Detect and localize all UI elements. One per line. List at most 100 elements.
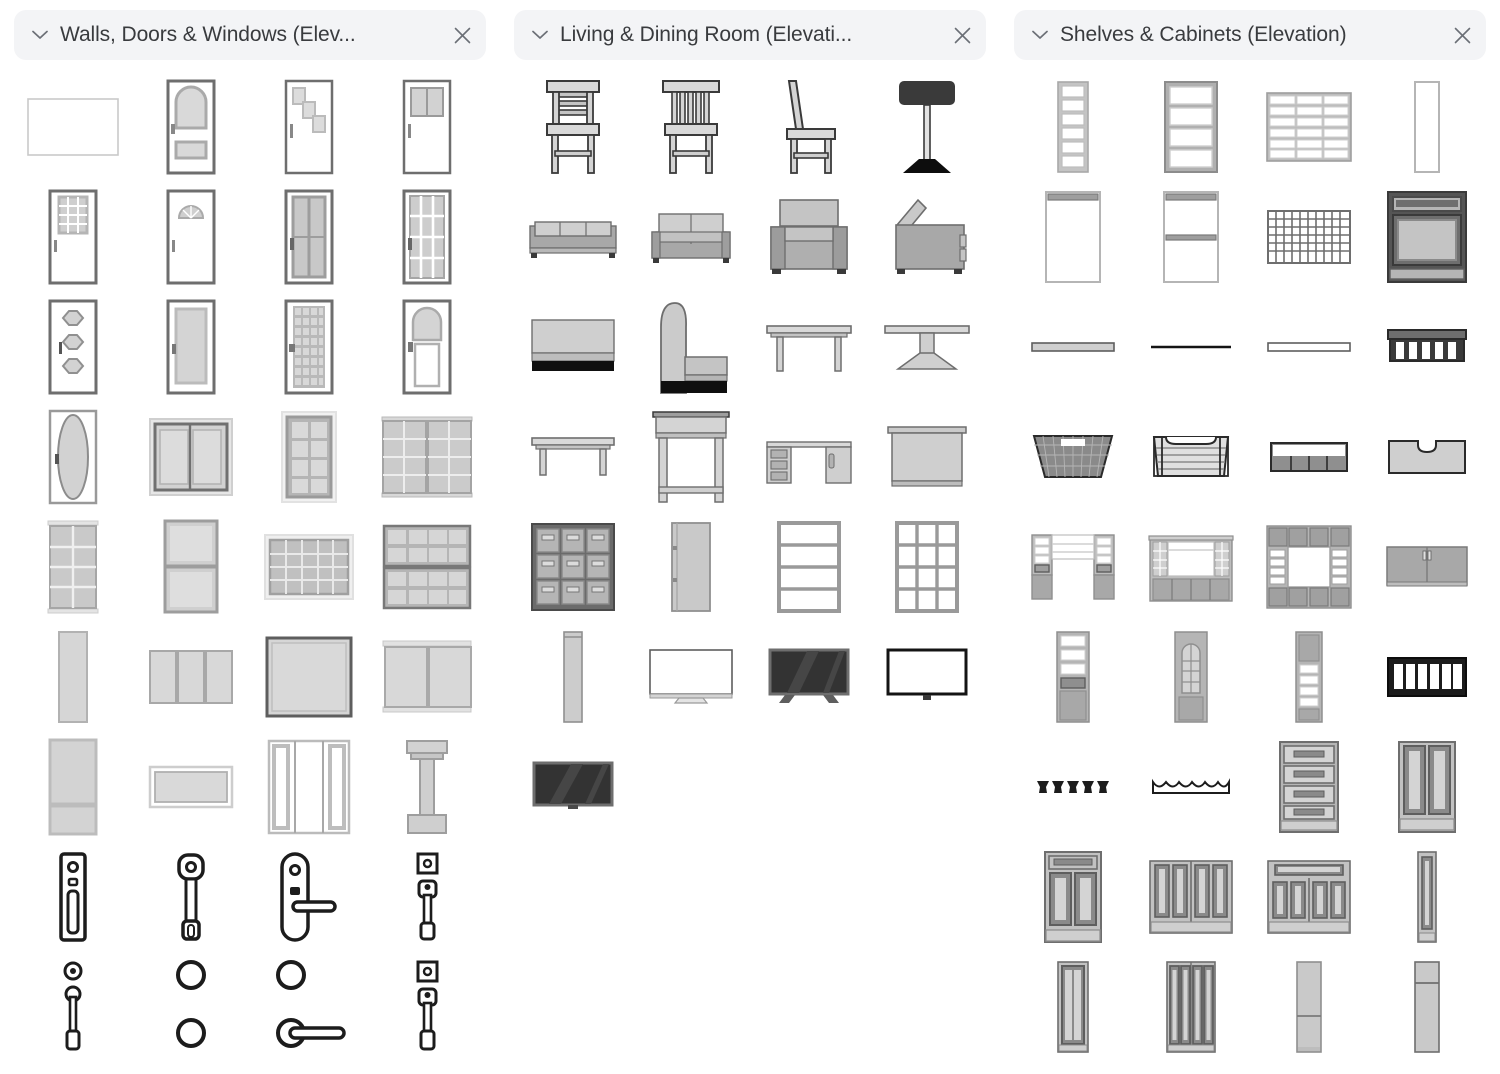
shape-desk-with-drawers[interactable] (750, 402, 868, 512)
shape-dining-chair-side-view[interactable] (750, 72, 868, 182)
shape-tv-screen-dark[interactable] (750, 622, 868, 732)
shape-tall-cabinet-side[interactable] (632, 512, 750, 622)
shape-narrow-column-panel[interactable] (514, 622, 632, 732)
shape-bar-stool[interactable] (868, 72, 986, 182)
shape-door-full-12-light[interactable] (368, 182, 486, 292)
close-icon[interactable] (1450, 23, 1474, 47)
shape-window-awning-horizontal[interactable] (132, 732, 250, 842)
shape-window-narrow-fixed[interactable] (14, 622, 132, 732)
shape-banquette-side[interactable] (632, 292, 750, 402)
shape-bench-seat-front[interactable] (514, 292, 632, 402)
shape-armchair-front[interactable] (750, 182, 868, 292)
panel-header[interactable]: Living & Dining Room (Elevati... (514, 10, 986, 60)
shape-four-door-cabinet[interactable] (1132, 842, 1250, 952)
shape-wall-cabinet-double[interactable] (1368, 512, 1486, 622)
close-icon[interactable] (950, 23, 974, 47)
shape-wall-elevation[interactable] (14, 72, 132, 182)
shape-door-sliding-glass[interactable] (250, 732, 368, 842)
shape-sideboard-cabinet[interactable] (868, 402, 986, 512)
shape-pedestal-table[interactable] (868, 292, 986, 402)
shape-door-12-light-upper[interactable] (14, 182, 132, 292)
shape-tall-shelf-tower-a[interactable] (1014, 622, 1132, 732)
shape-window-double-hung[interactable] (132, 512, 250, 622)
shape-tall-split-panel[interactable] (1250, 952, 1368, 1062)
shape-tall-four-door-pantry[interactable] (1132, 952, 1250, 1062)
shape-window-8-light-casement[interactable] (250, 402, 368, 512)
shape-tall-two-door-pantry[interactable] (1014, 952, 1132, 1062)
shape-door-single-panel[interactable] (132, 292, 250, 402)
shape-door-hardware-square-rose-set[interactable] (368, 842, 486, 952)
shape-peg-hooks-row[interactable] (1014, 732, 1132, 842)
shape-door-hardware-mortise-lock[interactable] (14, 842, 132, 952)
shape-narrow-shelf-unit-6[interactable] (1014, 72, 1132, 182)
shape-blank-tall-panel[interactable] (1368, 72, 1486, 182)
shape-window-triple-casement[interactable] (132, 622, 250, 732)
shape-divided-tray[interactable] (1250, 402, 1368, 512)
shape-door-stepped-lights[interactable] (250, 72, 368, 182)
chevron-down-icon[interactable] (1030, 25, 1050, 45)
shape-wall-unit-bridge[interactable] (1014, 512, 1132, 622)
shape-coffee-table[interactable] (514, 402, 632, 512)
shape-armchair-side[interactable] (868, 182, 986, 292)
shape-notched-bin[interactable] (1368, 402, 1486, 512)
shape-bookshelf-four-shelf[interactable] (750, 512, 868, 622)
shape-bookshelf-grid-12[interactable] (868, 512, 986, 622)
panel-header[interactable]: Shelves & Cabinets (Elevation) (1014, 10, 1486, 60)
chevron-down-icon[interactable] (30, 25, 50, 45)
shape-door-hardware-knob-pull[interactable] (14, 952, 132, 1062)
shape-tall-shelf-tower-b[interactable] (1250, 622, 1368, 732)
shape-surround-bookcase[interactable] (1250, 512, 1368, 622)
shape-shelf-unit-4-bay[interactable] (1132, 72, 1250, 182)
shape-door-three-hex-lights[interactable] (14, 292, 132, 402)
shape-door-hardware-lever-handle[interactable] (250, 952, 368, 1062)
shape-tv-screen-white[interactable] (632, 622, 750, 732)
shape-door-hardware-round-roses[interactable] (132, 952, 250, 1062)
shape-cubby-storage-unit[interactable] (514, 512, 632, 622)
shape-shelf-board-plain[interactable] (1014, 292, 1132, 402)
shape-wire-basket-tapered[interactable] (1014, 402, 1132, 512)
shape-door-hardware-pull-round[interactable] (132, 842, 250, 952)
shape-window-large-fixed[interactable] (250, 622, 368, 732)
shape-window-8-light-tall[interactable] (14, 512, 132, 622)
shape-door-french-2-panel[interactable] (250, 182, 368, 292)
shape-door-hardware-square-plate-pull[interactable] (368, 952, 486, 1062)
panel-header[interactable]: Walls, Doors & Windows (Elev... (14, 10, 486, 60)
shape-dining-chair-spindle-back[interactable] (632, 72, 750, 182)
shape-two-door-cabinet-tall[interactable] (1368, 732, 1486, 842)
shape-dining-chair-ladder-back[interactable] (514, 72, 632, 182)
shape-tv-screen-outline[interactable] (868, 622, 986, 732)
shape-four-drawer-chest[interactable] (1250, 732, 1368, 842)
shape-slatted-rack-dark[interactable] (1368, 622, 1486, 732)
shape-open-cabinet-single[interactable] (1014, 182, 1132, 292)
shape-sofa-two-seat[interactable] (632, 182, 750, 292)
shape-tall-panel-top-box[interactable] (1368, 952, 1486, 1062)
shape-door-top-double-light[interactable] (368, 72, 486, 182)
shape-slatted-shelf-dark[interactable] (1368, 292, 1486, 402)
shape-wire-grid-panel[interactable] (1250, 182, 1368, 292)
shape-door-hardware-lever-plate[interactable] (250, 842, 368, 952)
shape-cabinet-with-drawer[interactable] (1014, 842, 1132, 952)
shape-window-quad-grid[interactable] (368, 512, 486, 622)
shape-tv-screen-dark-wide[interactable] (514, 732, 632, 842)
shape-window-horizontal-grid[interactable] (250, 512, 368, 622)
shape-window-stacked-transom[interactable] (14, 732, 132, 842)
close-icon[interactable] (450, 23, 474, 47)
chevron-down-icon[interactable] (530, 25, 550, 45)
shape-door-arch-top-panel[interactable] (368, 292, 486, 402)
shape-entertainment-center[interactable] (1132, 512, 1250, 622)
shape-column-elevation[interactable] (368, 732, 486, 842)
shape-sofa-three-seat[interactable] (514, 182, 632, 292)
shape-console-table-tall[interactable] (632, 402, 750, 512)
shape-door-oval-light[interactable] (14, 402, 132, 512)
shape-window-double-4x4-light[interactable] (368, 402, 486, 512)
shape-dining-table[interactable] (750, 292, 868, 402)
shape-oven-range-unit[interactable] (1368, 182, 1486, 292)
shape-window-sliding-2-panel[interactable] (132, 402, 250, 512)
shape-wave-edge-shelf[interactable] (1132, 732, 1250, 842)
shape-wire-basket-open[interactable] (1132, 402, 1250, 512)
shape-open-cabinet-split[interactable] (1132, 182, 1250, 292)
shape-cabinet-drawer-over-doors[interactable] (1250, 842, 1368, 952)
shape-shelf-line-thin[interactable] (1132, 292, 1250, 402)
shape-door-arched-panel[interactable] (132, 72, 250, 182)
shape-shelf-board-outline[interactable] (1250, 292, 1368, 402)
